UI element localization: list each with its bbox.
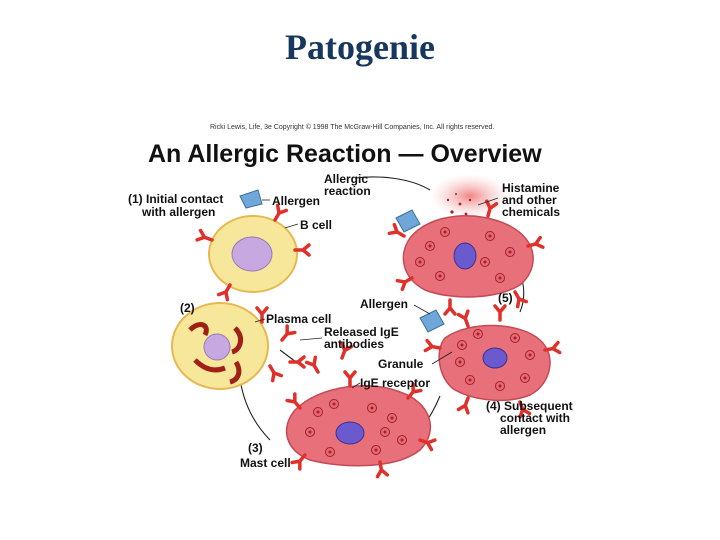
label-allergen-mid: Allergen <box>360 297 409 311</box>
label-step3: (3) <box>248 441 263 455</box>
figure-copyright: Ricki Lewis, Life, 3e Copyright © 1998 T… <box>210 124 495 131</box>
label-leader-lines <box>254 197 499 389</box>
label-histamine-3: chemicals <box>502 205 561 219</box>
mast-cell-step3 <box>285 370 437 479</box>
label-histamine-1: Histamine <box>502 181 560 195</box>
b-cell-step1 <box>195 189 311 302</box>
label-allergic-1: Allergic <box>324 172 369 186</box>
label-allergen-top: Allergen <box>272 194 321 208</box>
label-b-cell: B cell <box>300 218 333 232</box>
label-plasma-cell: Plasma cell <box>266 312 332 326</box>
label-step4-3: allergen <box>500 423 547 437</box>
mast-cell-step5 <box>387 174 545 316</box>
plasma-cell-step2 <box>171 302 306 390</box>
label-step1-text: with allergen <box>142 205 216 219</box>
label-step4-2: contact with <box>500 411 571 425</box>
label-step4-1: (4) Subsequent <box>486 399 573 413</box>
label-histamine-2: and other <box>502 193 557 207</box>
label-granule: Granule <box>378 357 424 371</box>
label-step1: (1) Initial contact <box>128 192 224 206</box>
label-ige-2: antibodies <box>324 337 385 351</box>
label-step2: (2) <box>180 301 195 315</box>
label-ige-1: Released IgE <box>324 325 399 339</box>
mast-cell-step4 <box>419 304 562 419</box>
label-allergic-2: reaction <box>324 184 371 198</box>
label-step5: (5) <box>498 291 513 305</box>
figure-title: An Allergic Reaction — Overview <box>148 140 542 168</box>
label-mast-cell: Mast cell <box>240 456 291 470</box>
label-ige-receptor: IgE receptor <box>360 376 431 390</box>
slide-title: Patogenie <box>285 27 435 67</box>
